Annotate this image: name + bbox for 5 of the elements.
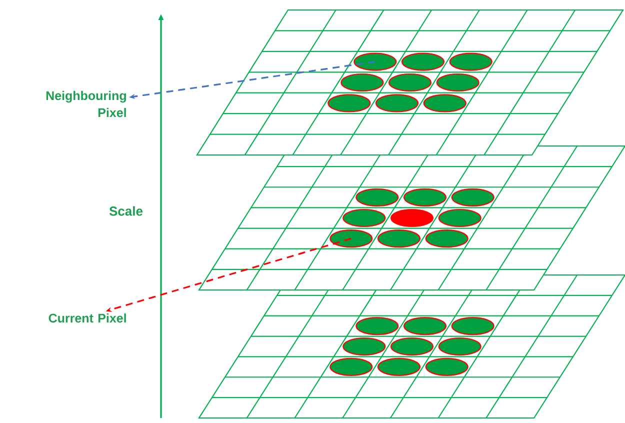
pixel-ellipse [330,230,373,248]
pixel-ellipse [354,52,397,71]
pixel-label: Current Pixel [48,313,126,323]
axis-label: Scale [109,206,143,216]
pixel-label: Neighbouring Pixel [46,90,126,118]
